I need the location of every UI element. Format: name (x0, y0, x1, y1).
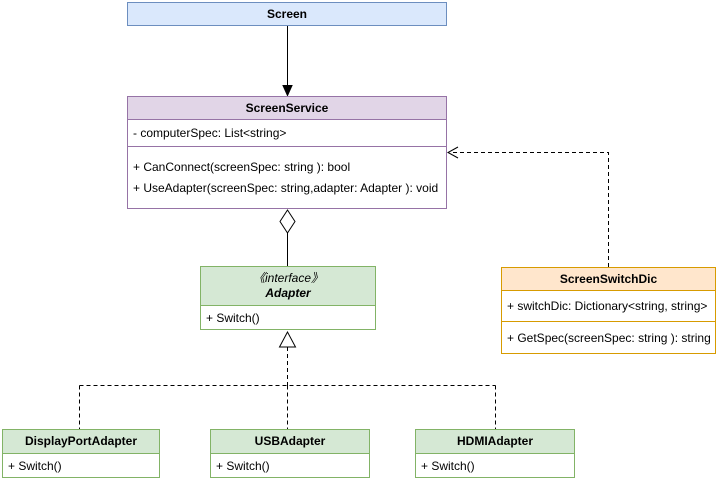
aggregation-screenservice-to-adapter (279, 209, 296, 266)
screenswitchdic-methods-section: + GetSpec(screenSpec: string ): string (502, 321, 715, 353)
hollow-triangle-icon (278, 330, 297, 348)
class-box-displayportadapter: DisplayPortAdapter + Switch() (2, 429, 160, 478)
screenservice-attributes-section: - computerSpec: List<string> (128, 119, 446, 146)
method-row: + UseAdapter(screenSpec: string,adapter:… (133, 181, 439, 195)
class-box-usbadapter: USBAdapter + Switch() (210, 429, 370, 478)
attribute-row: + switchDic: Dictionary<string, string> (507, 299, 708, 313)
realization-adapters-to-adapter (79, 330, 496, 429)
interface-name: Adapter (265, 286, 311, 300)
hdmiadapter-methods-section: + Switch() (416, 453, 574, 477)
class-title-displayportadapter: DisplayPortAdapter (3, 430, 159, 453)
interface-stereotype: 《interface》 (252, 271, 324, 285)
association-screen-to-screenservice (282, 26, 293, 97)
method-row: + CanConnect(screenSpec: string ): bool (133, 160, 351, 174)
class-title-screenservice: ScreenService (128, 97, 446, 119)
class-box-screenservice: ScreenService - computerSpec: List<strin… (127, 96, 447, 209)
dependency-screenswitchdic-to-screenservice (446, 146, 609, 267)
method-row: + Switch() (421, 458, 475, 473)
usbadapter-methods-section: + Switch() (211, 453, 369, 477)
hollow-diamond-icon (279, 209, 296, 234)
class-title-screen: Screen (128, 3, 446, 25)
method-row: + GetSpec(screenSpec: string ): string (507, 330, 711, 345)
screenswitchdic-attributes-section: + switchDic: Dictionary<string, string> (502, 290, 715, 321)
method-row: + Switch() (8, 458, 62, 473)
class-title-hdmiadapter: HDMIAdapter (416, 430, 574, 453)
class-title-adapter: 《interface》 Adapter (201, 267, 375, 305)
method-row: + Switch() (216, 458, 270, 473)
method-row: + Switch() (206, 310, 260, 325)
adapter-methods-section: + Switch() (201, 305, 375, 329)
class-box-screen: Screen (127, 2, 447, 26)
attribute-row: - computerSpec: List<string> (133, 126, 287, 140)
filled-arrowhead-icon (282, 85, 293, 97)
class-title-screenswitchdic: ScreenSwitchDic (502, 268, 715, 290)
class-title-usbadapter: USBAdapter (211, 430, 369, 453)
screenservice-methods-section: + CanConnect(screenSpec: string ): bool … (128, 146, 446, 208)
class-box-screenswitchdic: ScreenSwitchDic + switchDic: Dictionary<… (501, 267, 716, 354)
class-box-hdmiadapter: HDMIAdapter + Switch() (415, 429, 575, 478)
open-arrowhead-icon (446, 146, 459, 159)
displayportadapter-methods-section: + Switch() (3, 453, 159, 477)
class-box-adapter-interface: 《interface》 Adapter + Switch() (200, 266, 376, 330)
